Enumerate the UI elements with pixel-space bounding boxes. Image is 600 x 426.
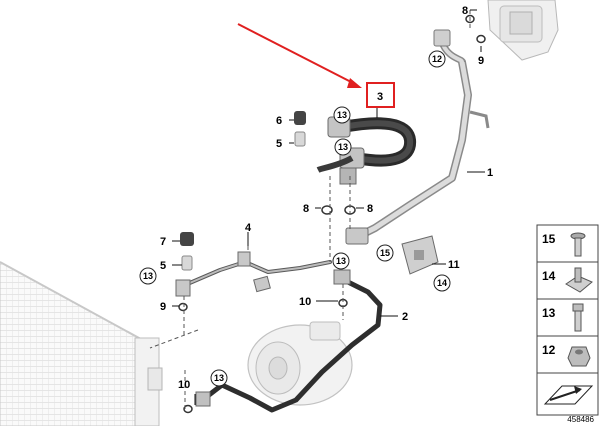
callouts: 3 1 2 4 5 5 6 7 8 8 8 9 9 10 10 11 (160, 5, 493, 391)
callout-4[interactable]: 4 (245, 222, 252, 234)
legend-label-12: 12 (542, 343, 556, 357)
callout-3[interactable]: 3 (377, 91, 383, 103)
legend-item-12[interactable]: 12 (542, 343, 591, 367)
callout-10b[interactable]: 10 (178, 379, 190, 391)
callout-6[interactable]: 6 (276, 115, 282, 127)
legend-label-15: 15 (542, 232, 556, 246)
assembly-lines (149, 10, 471, 410)
callout-15[interactable]: 15 (380, 248, 390, 258)
callout-13e[interactable]: 13 (214, 373, 224, 383)
callout-8b[interactable]: 8 (367, 203, 373, 215)
hose-3 (316, 116, 416, 185)
legend-item-14[interactable]: 14 (542, 267, 593, 293)
callout-10a[interactable]: 10 (299, 296, 311, 308)
legend-item-15[interactable]: 15 (542, 232, 586, 257)
nut-12-icon (567, 346, 591, 367)
pipe-4 (175, 251, 332, 297)
callout-5a[interactable]: 5 (276, 138, 282, 150)
callout-13a[interactable]: 13 (337, 110, 347, 120)
callout-13b[interactable]: 13 (338, 142, 348, 152)
condenser (0, 261, 163, 426)
callout-1[interactable]: 1 (487, 167, 493, 179)
clip-nut-14-icon (565, 267, 593, 293)
legend-item-13[interactable]: 13 (542, 303, 584, 332)
callout-12[interactable]: 12 (432, 54, 442, 64)
leader-lines (172, 9, 485, 405)
callout-7[interactable]: 7 (160, 236, 166, 248)
compressor (247, 321, 353, 406)
legend-panel: 15 14 13 12 (536, 224, 599, 416)
legend-label-14: 14 (542, 269, 556, 283)
callout-11[interactable]: 11 (448, 259, 460, 271)
evaporator-housing (487, 0, 559, 61)
callout-2[interactable]: 2 (402, 311, 408, 323)
callout-8a[interactable]: 8 (303, 203, 309, 215)
small-parts (178, 14, 486, 414)
callout-8c[interactable]: 8 (462, 5, 468, 17)
installation-direction-icon (543, 385, 594, 405)
circled-callouts: 12 13 13 13 13 13 14 15 (139, 50, 451, 387)
legend-label-13: 13 (542, 306, 556, 320)
callout-14[interactable]: 14 (437, 278, 447, 288)
highlight-arrow (237, 23, 362, 88)
callout-13d[interactable]: 13 (336, 256, 346, 266)
callout-9a[interactable]: 9 (160, 301, 166, 313)
callout-13c[interactable]: 13 (143, 271, 153, 281)
bolt-13-icon (572, 303, 584, 332)
pipe-1 (345, 29, 490, 245)
pipe-2 (195, 269, 383, 413)
callout-9b[interactable]: 9 (478, 55, 484, 67)
screw-15-icon (570, 232, 586, 257)
callout-5b[interactable]: 5 (160, 260, 166, 272)
callout-3-highlight-box (366, 82, 395, 108)
diagram-number: 458486 (567, 415, 594, 424)
